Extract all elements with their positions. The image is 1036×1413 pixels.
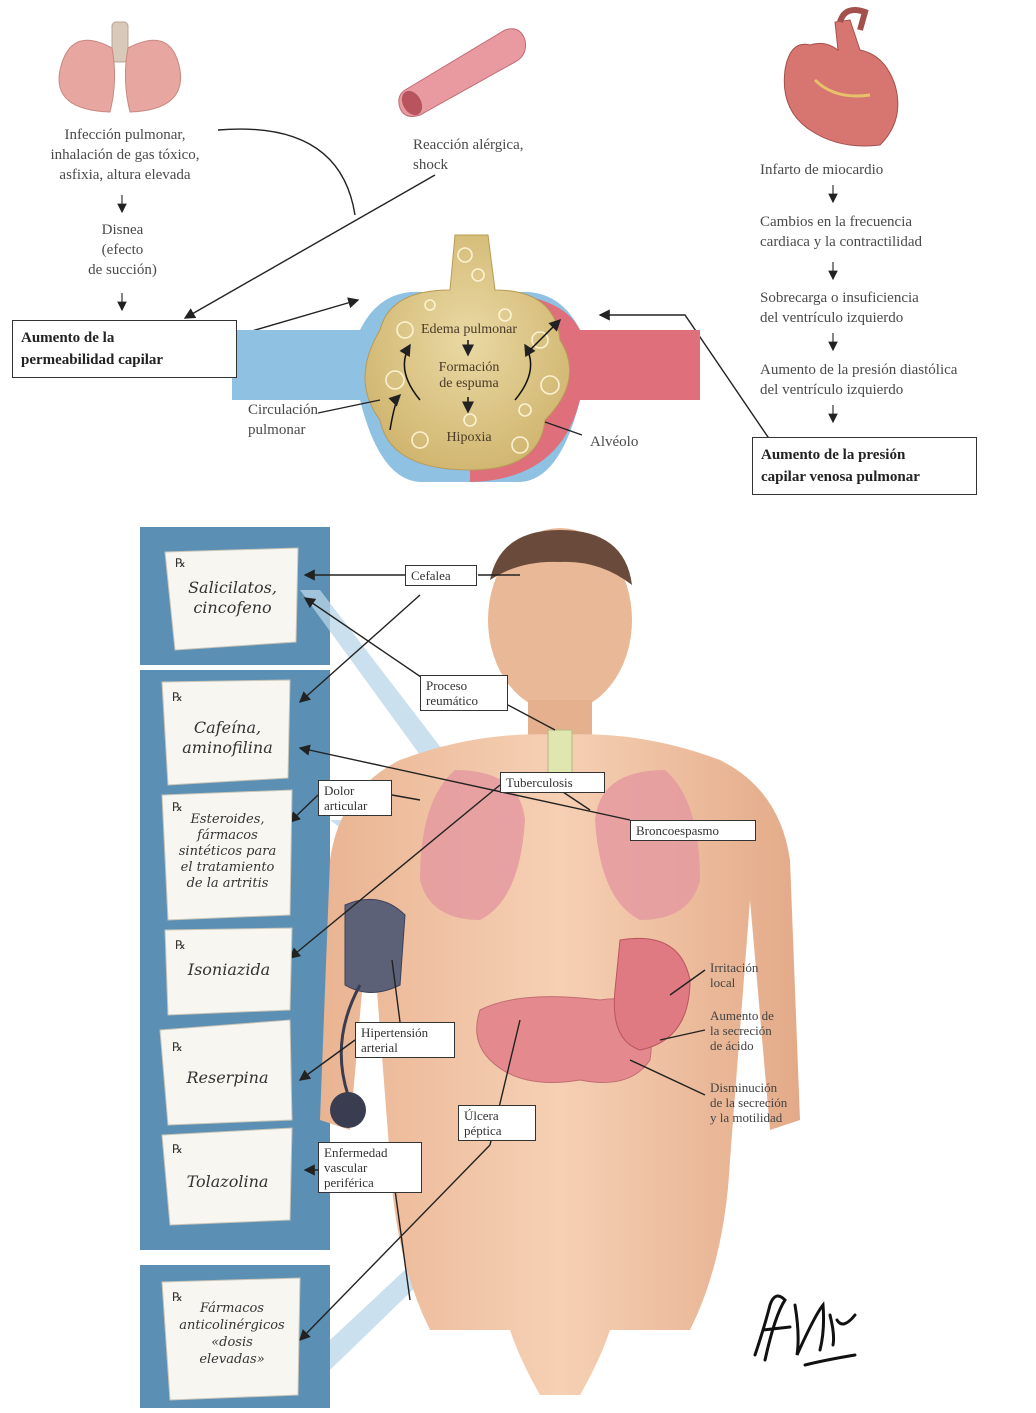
vessel-icon	[398, 29, 526, 119]
label-ulcera-peptica: Úlcera péptica	[458, 1105, 536, 1141]
hypoxia-label: Hipoxia	[420, 430, 518, 446]
rx-icon: ℞	[172, 1142, 183, 1156]
note-disminucion: Disminución de la secreción y la motilid…	[710, 1080, 850, 1125]
label-proceso-reumatico: Proceso reumático	[420, 675, 508, 711]
note-secrecion: Aumento de la secreción de ácido	[710, 1008, 830, 1053]
rx-icon: ℞	[175, 938, 186, 952]
alveolo-label: Alvéolo	[590, 432, 670, 452]
step3-text: Sobrecarga o insuficiencia del ventrícul…	[760, 288, 1020, 328]
drug-reserpina: Reserpina	[165, 1068, 290, 1088]
allergic-text: Reacción alérgica, shock	[413, 135, 573, 175]
foam-label: Formación de espuma	[405, 360, 533, 392]
lungs-icon	[59, 22, 181, 112]
causes-text: Infección pulmonar, inhalación de gas tó…	[30, 125, 220, 185]
netter-signature	[745, 1285, 865, 1375]
heart-icon	[784, 10, 898, 146]
edema-label: Edema pulmonar	[400, 322, 538, 338]
venous-pressure-box: Aumento de la presión capilar venosa pul…	[752, 437, 977, 495]
drug-anticolinergicos: Fármacos anticolinérgicos «dosis elevada…	[168, 1300, 296, 1368]
label-enfermedad-vascular: Enfermedad vascular periférica	[318, 1142, 422, 1193]
drug-esteroides: Esteroides, fármacos sintéticos para el …	[165, 812, 290, 892]
permeability-box: Aumento de la permeabilidad capilar	[12, 320, 237, 378]
label-cefalea: Cefalea	[405, 565, 477, 586]
step4-text: Aumento de la presión diastólica del ven…	[760, 360, 1036, 400]
rx-icon: ℞	[175, 556, 186, 570]
label-broncoespasmo: Broncoespasmo	[630, 820, 756, 841]
step1-text: Infarto de miocardio	[760, 160, 1020, 180]
dyspnea-text: Disnea (efecto de succión)	[60, 220, 185, 280]
circulation-label: Circulación pulmonar	[248, 400, 358, 440]
label-dolor-articular: Dolor articular	[318, 780, 392, 816]
drug-cafeina: Cafeína, aminofilina	[165, 718, 290, 758]
step2-text: Cambios en la frecuencia cardiaca y la c…	[760, 212, 1020, 252]
note-irritacion: Irritación local	[710, 960, 820, 990]
drug-isoniazida: Isoniazida	[170, 960, 288, 980]
drug-tolazolina: Tolazolina	[165, 1172, 290, 1192]
rx-icon: ℞	[172, 690, 183, 704]
label-hipertension: Hipertensión arterial	[355, 1022, 455, 1058]
rx-icon: ℞	[172, 1040, 183, 1054]
label-tuberculosis: Tuberculosis	[500, 772, 605, 793]
drug-salicilatos: Salicilatos, cincofeno	[170, 578, 295, 618]
